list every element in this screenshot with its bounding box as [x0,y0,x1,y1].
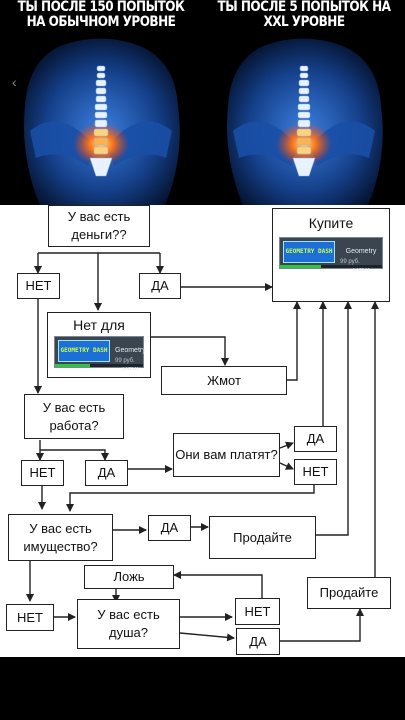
result-stingy: Жмот [161,366,287,395]
bottom-black-area [0,657,405,720]
question-money: У вас есть деньги?? [48,205,150,247]
result-buy: Купите GEOMETRY DASH Geometry Dash 99 ру… [272,208,390,302]
answer-yes-job: ДА [85,460,128,486]
answer-no-soul: НЕТ [235,598,280,625]
result-sell-soul: Продайте [307,577,391,609]
product-card-buy: GEOMETRY DASH Geometry Dash 99 руб. [279,237,383,273]
product-progress-fill [55,364,91,367]
meme-panel-right: ТЫ ПОСЛЕ 5 ПОПЫТОК НА XXL УРОВНЕ [203,0,405,205]
result-lie: Ложь [84,565,174,589]
answer-no-paid: НЕТ [294,459,337,485]
product-card-not-for: GEOMETRY DASH Geometry Dash 99 руб. [54,336,146,372]
product-progress [55,364,143,367]
answer-no-job: НЕТ [21,460,64,486]
game-logo-icon: GEOMETRY DASH [283,241,335,263]
result-not-for: Нет для GEOMETRY DASH Geometry Dash 99 р… [47,312,151,378]
answer-yes-soul: ДА [236,628,280,655]
product-progress [280,265,382,268]
product-price: 99 руб. [340,259,360,265]
answer-yes-property: ДА [148,515,191,541]
back-pain-illustration-right [227,38,383,205]
answer-yes-money: ДА [139,273,181,299]
answer-no-property: НЕТ [6,604,54,631]
caption-right: ТЫ ПОСЛЕ 5 ПОПЫТОК НА XXL УРОВНЕ [217,0,391,30]
flowchart-connectors [26,252,379,642]
question-soul: У вас есть душа? [77,599,180,649]
product-price: 99 руб. [115,358,135,364]
chevron-left-icon: ‹ [12,74,17,90]
answer-yes-paid: ДА [294,426,337,452]
result-not-for-label: Нет для [73,317,125,333]
product-title: Geometry Dash [115,347,146,372]
question-paid: Они вам платят? [173,433,280,477]
caption-left: ТЫ ПОСЛЕ 150 ПОПЫТОК НА ОБЫЧНОМ УРОВНЕ [17,0,185,30]
flowchart: У вас есть деньги?? НЕТ ДА Купите GEOMET… [0,205,405,657]
question-property: У вас есть имущество? [8,514,113,561]
meme-panel-left: ТЫ ПОСЛЕ 150 ПОПЫТОК НА ОБЫЧНОМ УРОВНЕ ‹ [0,0,202,205]
product-progress-fill [280,265,321,268]
game-logo-icon: GEOMETRY DASH [58,340,110,362]
question-job: У вас есть работа? [24,394,124,439]
product-title: Geometry Dash [345,248,377,273]
result-buy-label: Купите [308,215,354,231]
result-sell-property: Продайте [209,516,316,559]
answer-no-money: НЕТ [17,273,60,299]
back-pain-illustration-left [24,38,180,205]
